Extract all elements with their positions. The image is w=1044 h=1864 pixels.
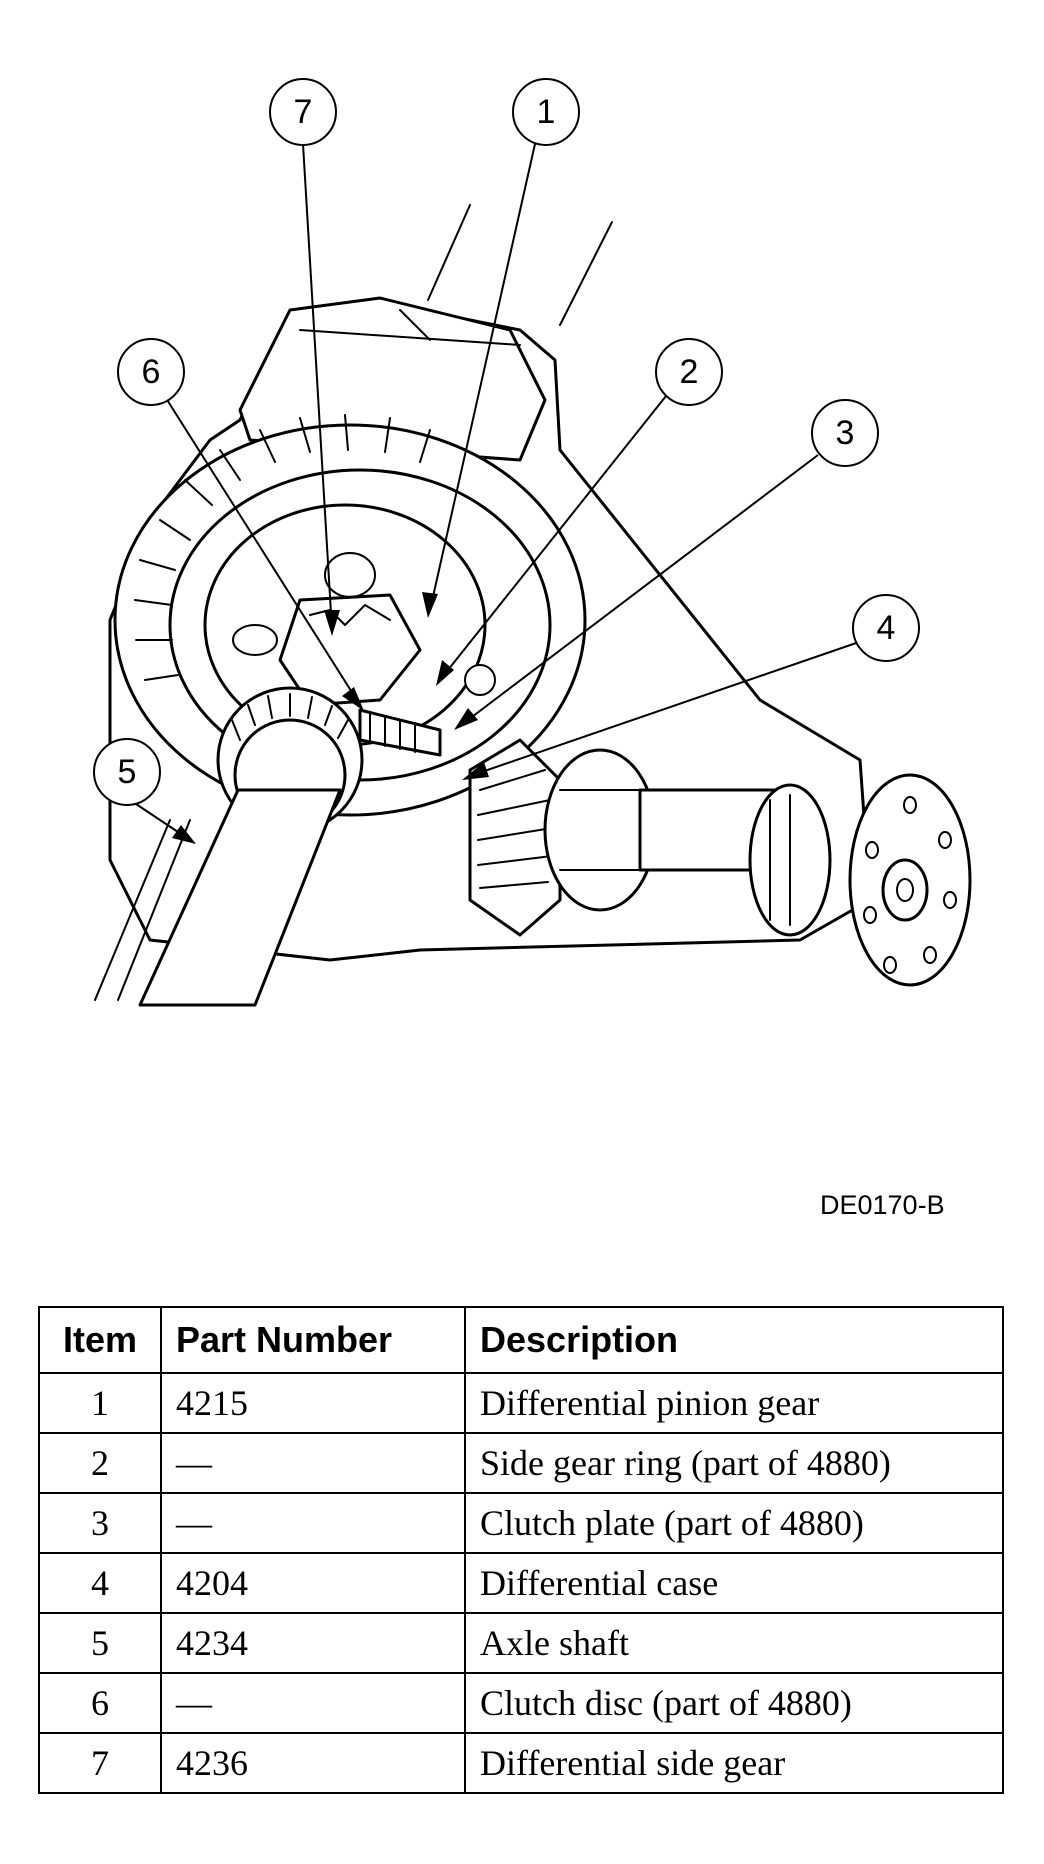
cell-description: Clutch plate (part of 4880)	[464, 1492, 1004, 1554]
arrowhead-1	[422, 592, 438, 618]
cell-item: 6	[38, 1672, 162, 1734]
companion-flange	[848, 773, 972, 987]
leader-lines	[129, 143, 863, 844]
axle-tube-top	[427, 204, 613, 326]
cell-item: 2	[38, 1432, 162, 1494]
header-part-number: Part Number	[160, 1306, 466, 1374]
cell-part-number: —	[160, 1492, 466, 1554]
cell-part-number: —	[160, 1672, 466, 1734]
cell-part-number: 4234	[160, 1612, 466, 1674]
cell-description: Differential side gear	[464, 1732, 1004, 1794]
cell-description: Differential pinion gear	[464, 1372, 1004, 1434]
leader-4	[469, 640, 863, 777]
cell-part-number: 4236	[160, 1732, 466, 1794]
arrowhead-5	[172, 825, 196, 844]
callout-5: 5	[93, 738, 161, 806]
cell-description: Clutch disc (part of 4880)	[464, 1672, 1004, 1734]
table-header-row: Item Part Number Description	[38, 1306, 1004, 1374]
table-row: 2 — Side gear ring (part of 4880)	[38, 1432, 1004, 1494]
header-description: Description	[464, 1306, 1004, 1374]
arrowhead-2	[436, 660, 454, 686]
cell-part-number: 4215	[160, 1372, 466, 1434]
cell-part-number: 4204	[160, 1552, 466, 1614]
svg-text:1: 1	[537, 93, 556, 131]
drive-pinion	[468, 738, 832, 937]
table-row: 3 — Clutch plate (part of 4880)	[38, 1492, 1004, 1554]
callout-7: 7	[269, 78, 337, 146]
cell-description: Axle shaft	[464, 1612, 1004, 1674]
table-row: 1 4215 Differential pinion gear	[38, 1372, 1004, 1434]
svg-text:5: 5	[118, 753, 137, 791]
cell-item: 1	[38, 1372, 162, 1434]
callout-6: 6	[117, 338, 185, 406]
leader-6	[163, 394, 361, 706]
callout-1: 1	[512, 78, 580, 146]
header-item: Item	[38, 1306, 162, 1374]
table-row: 6 — Clutch disc (part of 4880)	[38, 1672, 1004, 1734]
cell-item: 3	[38, 1492, 162, 1554]
arrowhead-4	[462, 762, 489, 780]
cell-part-number: —	[160, 1432, 466, 1494]
clutch-pack	[358, 708, 442, 757]
figure-id: DE0170-B	[820, 1190, 945, 1220]
svg-text:3: 3	[836, 414, 855, 452]
differential-exploded-illustration: 7 1 6 2 3 4 5	[93, 78, 972, 1007]
differential-case	[203, 503, 496, 747]
table-row: 7 4236 Differential side gear	[38, 1732, 1004, 1794]
cell-description: Side gear ring (part of 4880)	[464, 1432, 1004, 1494]
table-row: 5 4234 Axle shaft	[38, 1612, 1004, 1674]
arrowhead-7	[324, 610, 340, 636]
cell-item: 7	[38, 1732, 162, 1794]
cell-item: 5	[38, 1612, 162, 1674]
leader-2	[439, 395, 667, 681]
table-row: 4 4204 Differential case	[38, 1552, 1004, 1614]
svg-text:4: 4	[877, 609, 896, 647]
arrowhead-3	[454, 708, 478, 730]
svg-text:7: 7	[294, 93, 313, 131]
leader-7	[302, 143, 333, 631]
axle-shaft	[94, 686, 364, 1007]
parts-table: Item Part Number Description 1 4215 Diff…	[38, 1306, 1004, 1794]
arrowhead-6	[342, 687, 364, 711]
callout-4: 4	[852, 594, 920, 662]
cell-description: Differential case	[464, 1552, 1004, 1614]
leader-3	[459, 454, 819, 727]
svg-text:2: 2	[680, 353, 699, 391]
callout-2: 2	[655, 338, 723, 406]
callout-3: 3	[811, 399, 879, 467]
leader-1	[429, 143, 536, 611]
svg-text:6: 6	[142, 353, 161, 391]
cell-item: 4	[38, 1552, 162, 1614]
